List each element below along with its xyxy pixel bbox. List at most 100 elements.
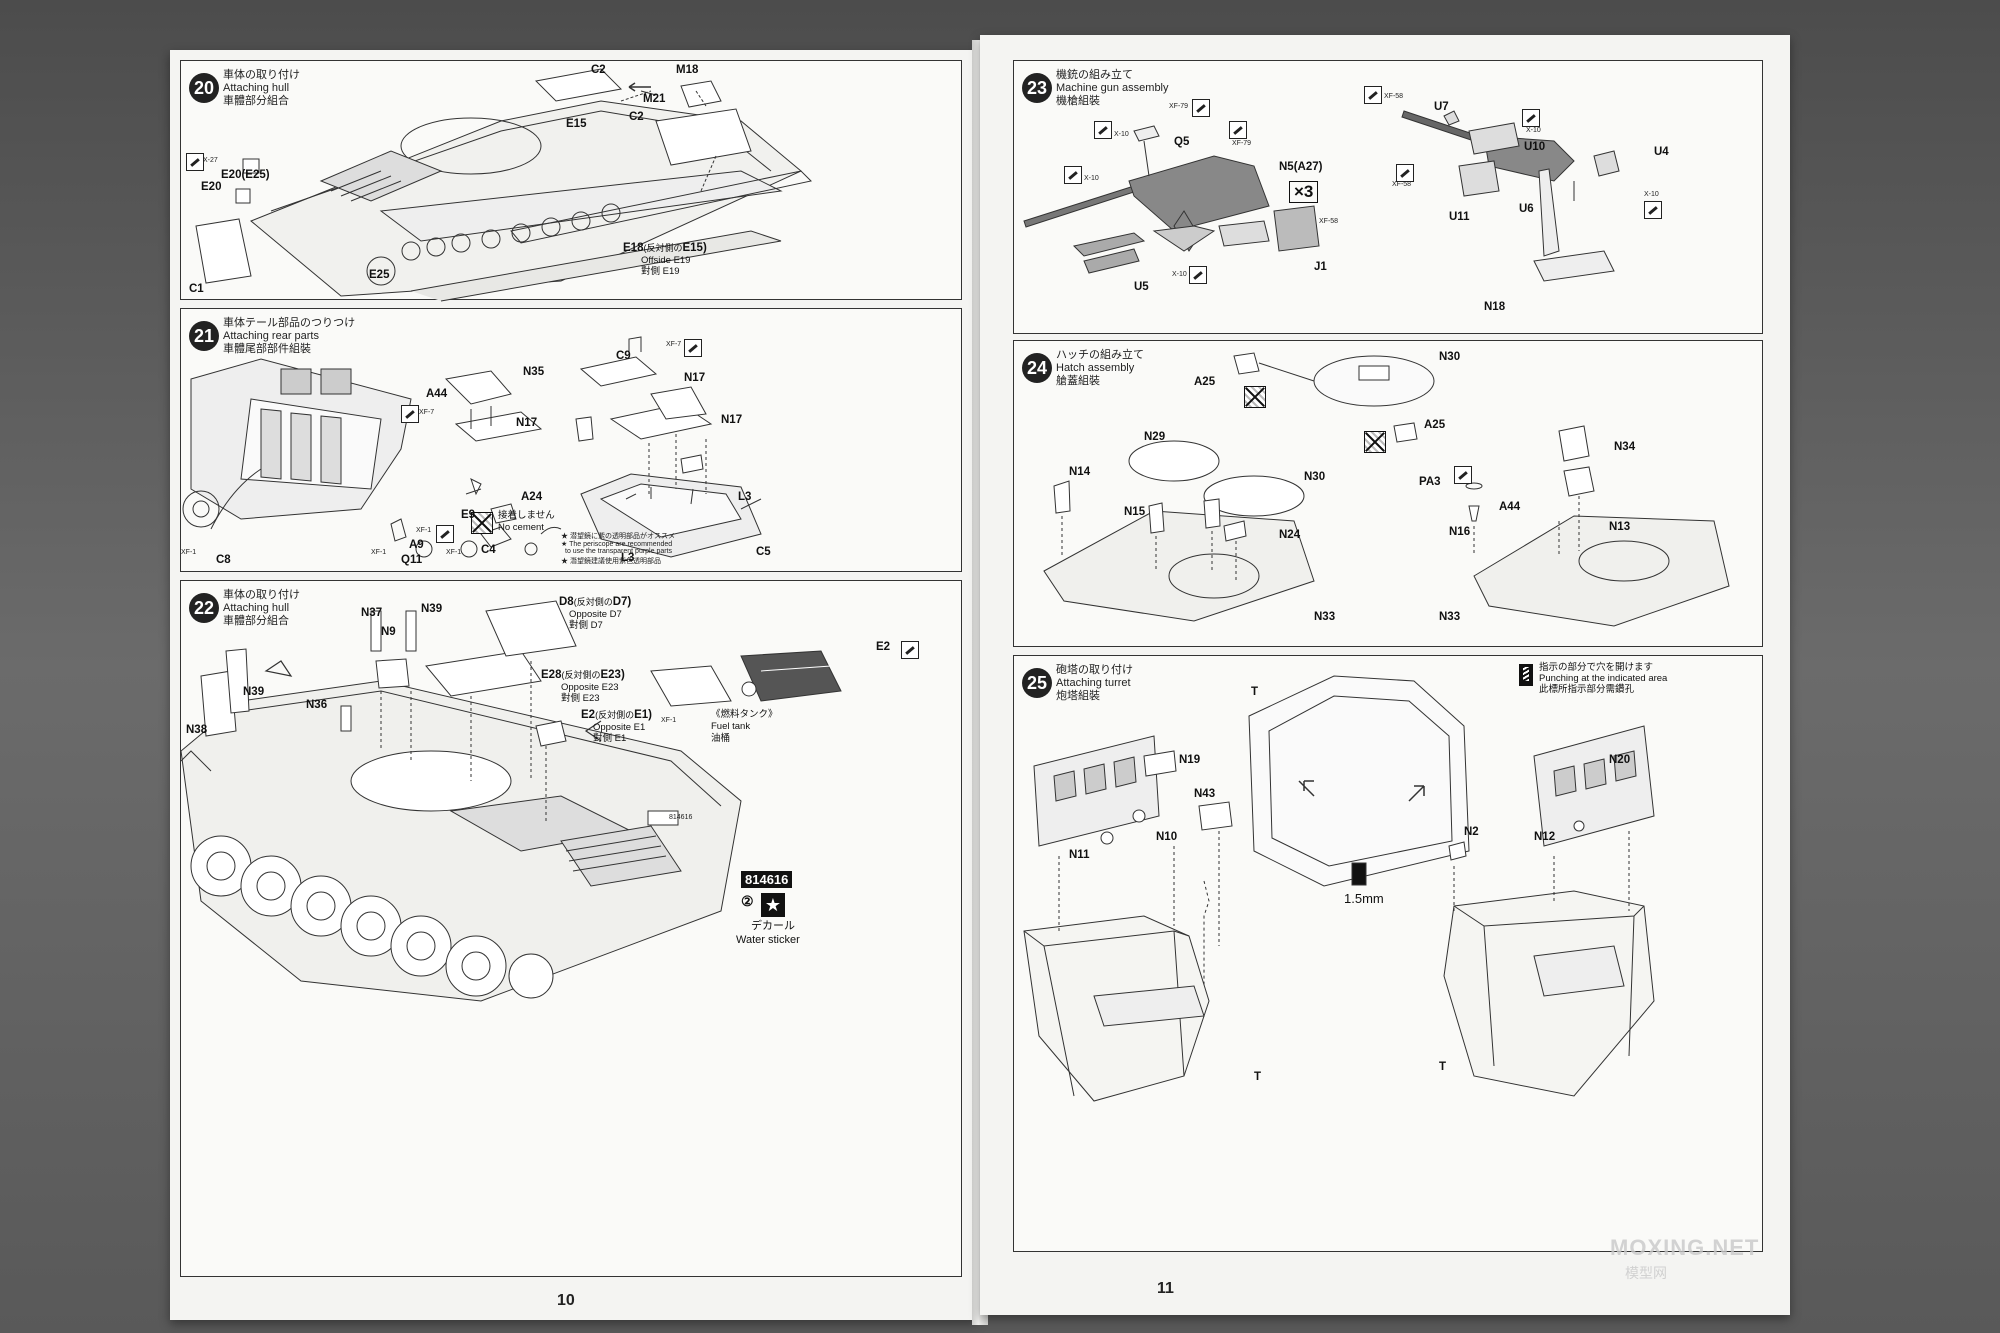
part-label-n33-right: N33 xyxy=(1439,611,1461,623)
part-label-n15: N15 xyxy=(1124,506,1146,518)
instruction-page-right: 23 機銃の組み立て Machine gun assembly 機槍組裝 xyxy=(980,35,1790,1315)
watermark-logo: MOXING.NET xyxy=(1610,1235,1760,1260)
part-label-d8: D8(反対側のD7) xyxy=(559,596,632,608)
fuel-tank-drawing xyxy=(181,581,961,1276)
step-title-cn: 車體部分組合 xyxy=(223,95,289,107)
quantity-times-three: ×3 xyxy=(1289,181,1319,203)
part-label-n35: N35 xyxy=(523,366,545,378)
step-title-jp: 機銃の組み立て xyxy=(1056,69,1133,81)
part-label-u7: U7 xyxy=(1434,101,1449,113)
part-label-a24: A24 xyxy=(521,491,543,503)
paint-icon-xf58-b xyxy=(1364,86,1382,104)
paint-icon-fuel-tank xyxy=(901,641,919,659)
label-opposite-e23-cn: 對側 E23 xyxy=(561,693,600,704)
paint-code-x10-a: X-10 xyxy=(1114,131,1129,138)
part-label-n39: N39 xyxy=(421,603,443,615)
hull-drawing xyxy=(181,61,961,299)
part-label-n17-top: N17 xyxy=(684,372,706,384)
step-title-jp: ハッチの組み立て xyxy=(1056,349,1144,361)
part-label-n30-mid: N30 xyxy=(1304,471,1326,483)
decal-number-plate: 814616 xyxy=(741,871,793,888)
step-title-cn: 車體尾部部件組裝 xyxy=(223,343,311,355)
periscope-note-cn: ★ 潛望鏡建議使用紫色透明部品 xyxy=(561,558,661,565)
part-label-t-top: T xyxy=(1251,686,1259,698)
part-label-u11: U11 xyxy=(1449,211,1470,223)
part-label-c5: C5 xyxy=(756,546,771,558)
part-label-n30: N30 xyxy=(1439,351,1461,363)
part-label-e2: E2(反対側のE1) xyxy=(581,709,652,721)
part-label-n29: N29 xyxy=(1144,431,1166,443)
paint-code-x10-c: X-10 xyxy=(1172,271,1187,278)
paint-icon-x10-c xyxy=(1189,266,1207,284)
part-label-pa3: PA3 xyxy=(1419,476,1441,488)
hatch-drawing xyxy=(1014,341,1762,646)
label-opposite-e1-cn: 對側 E1 xyxy=(593,733,627,744)
step-title-en: Attaching hull xyxy=(223,602,290,614)
part-label-t-left: T xyxy=(1254,1071,1262,1083)
decal-number-marker: ② xyxy=(741,893,754,909)
part-label-c4: C4 xyxy=(481,544,496,556)
part-label-a44: A44 xyxy=(1499,501,1521,513)
step-number: 25 xyxy=(1022,668,1052,698)
part-label-n34: N34 xyxy=(1614,441,1636,453)
no-cement-jp: 接着しません xyxy=(498,510,555,521)
paint-icon-x10-b xyxy=(1064,166,1082,184)
part-label-e15: E15 xyxy=(566,118,587,130)
no-cement-en: No cement xyxy=(498,522,544,533)
drill-size-label: 1.5mm xyxy=(1344,891,1384,906)
paint-code-xf1-c8: XF-1 xyxy=(181,549,197,556)
star-decal-icon: ★ xyxy=(761,893,785,917)
part-label-n37: N37 xyxy=(361,607,383,619)
part-label-n16: N16 xyxy=(1449,526,1471,538)
paint-icon-xf79-a xyxy=(1192,99,1210,117)
part-label-e25: E25 xyxy=(369,269,390,281)
part-label-t-right: T xyxy=(1439,1061,1447,1073)
step-title-en: Attaching turret xyxy=(1056,677,1131,689)
part-label-n10: N10 xyxy=(1156,831,1178,843)
paint-icon-x10-a xyxy=(1094,121,1112,139)
paint-code-xf1-e9: XF-1 xyxy=(416,527,432,534)
part-label-q11: Q11 xyxy=(401,554,423,566)
paint-icon-x27 xyxy=(186,153,204,171)
decal-label-en: Water sticker xyxy=(736,934,800,946)
step-title-cn: 炮塔組裝 xyxy=(1056,690,1100,702)
step-20-panel: 20 車体の取り付け Attaching hull 車體部分組合 xyxy=(180,60,962,300)
part-label-n18: N18 xyxy=(1484,301,1506,313)
step-25-panel: 25 砲塔の取り付け Attaching turret 炮塔組裝 指示の部分で穴… xyxy=(1013,655,1763,1252)
fuel-tank-en: Fuel tank xyxy=(711,721,751,732)
label-opposite-d7-cn: 對側 D7 xyxy=(569,620,603,631)
part-label-n19: N19 xyxy=(1179,754,1201,766)
punch-note-en: Punching at the indicated area xyxy=(1539,673,1668,684)
paint-code-x10-d: X-10 xyxy=(1526,127,1541,134)
part-label-n20: N20 xyxy=(1609,754,1631,766)
part-label-e2-fuel: E2 xyxy=(876,641,891,653)
fuel-tank-cn: 油桶 xyxy=(711,733,731,744)
label-opposite-e23: Opposite E23 xyxy=(561,682,619,693)
part-label-e18: E18(反対側のE15) xyxy=(623,242,707,254)
paint-code-xf1-a9: XF-1 xyxy=(371,549,387,556)
part-label-n33: N33 xyxy=(1314,611,1336,623)
part-label-c8: C8 xyxy=(216,554,231,566)
step-number: 22 xyxy=(189,593,219,623)
step-number: 20 xyxy=(189,73,219,103)
punch-note-cn: 此標所指示部分需鑽孔 xyxy=(1539,684,1635,695)
part-label-l3: L3 xyxy=(738,491,752,503)
step-title-en: Machine gun assembly xyxy=(1056,82,1169,94)
step-title-cn: 車體部分組合 xyxy=(223,615,289,627)
part-label-e20-e25: E20(E25) xyxy=(221,169,270,181)
part-label-n39-left: N39 xyxy=(243,686,265,698)
label-opposite-e1: Opposite E1 xyxy=(593,722,646,733)
paint-icon-xf7 xyxy=(401,405,419,423)
part-label-e20: E20 xyxy=(201,181,222,193)
no-cement-icon-b xyxy=(1364,431,1386,453)
paint-code-xf58-c: XF-58 xyxy=(1392,181,1412,188)
fuel-tank-jp: 《燃料タンク》 xyxy=(711,709,778,720)
part-label-a44: A44 xyxy=(426,388,448,400)
part-label-n5-a27: N5(A27) xyxy=(1279,161,1323,173)
part-label-m21: M21 xyxy=(643,93,666,105)
part-label-c2: C2 xyxy=(591,64,606,76)
paint-code-xf58-a: XF-58 xyxy=(1319,218,1339,225)
step-title-jp: 車体の取り付け xyxy=(223,69,300,81)
part-label-n43: N43 xyxy=(1194,788,1216,800)
